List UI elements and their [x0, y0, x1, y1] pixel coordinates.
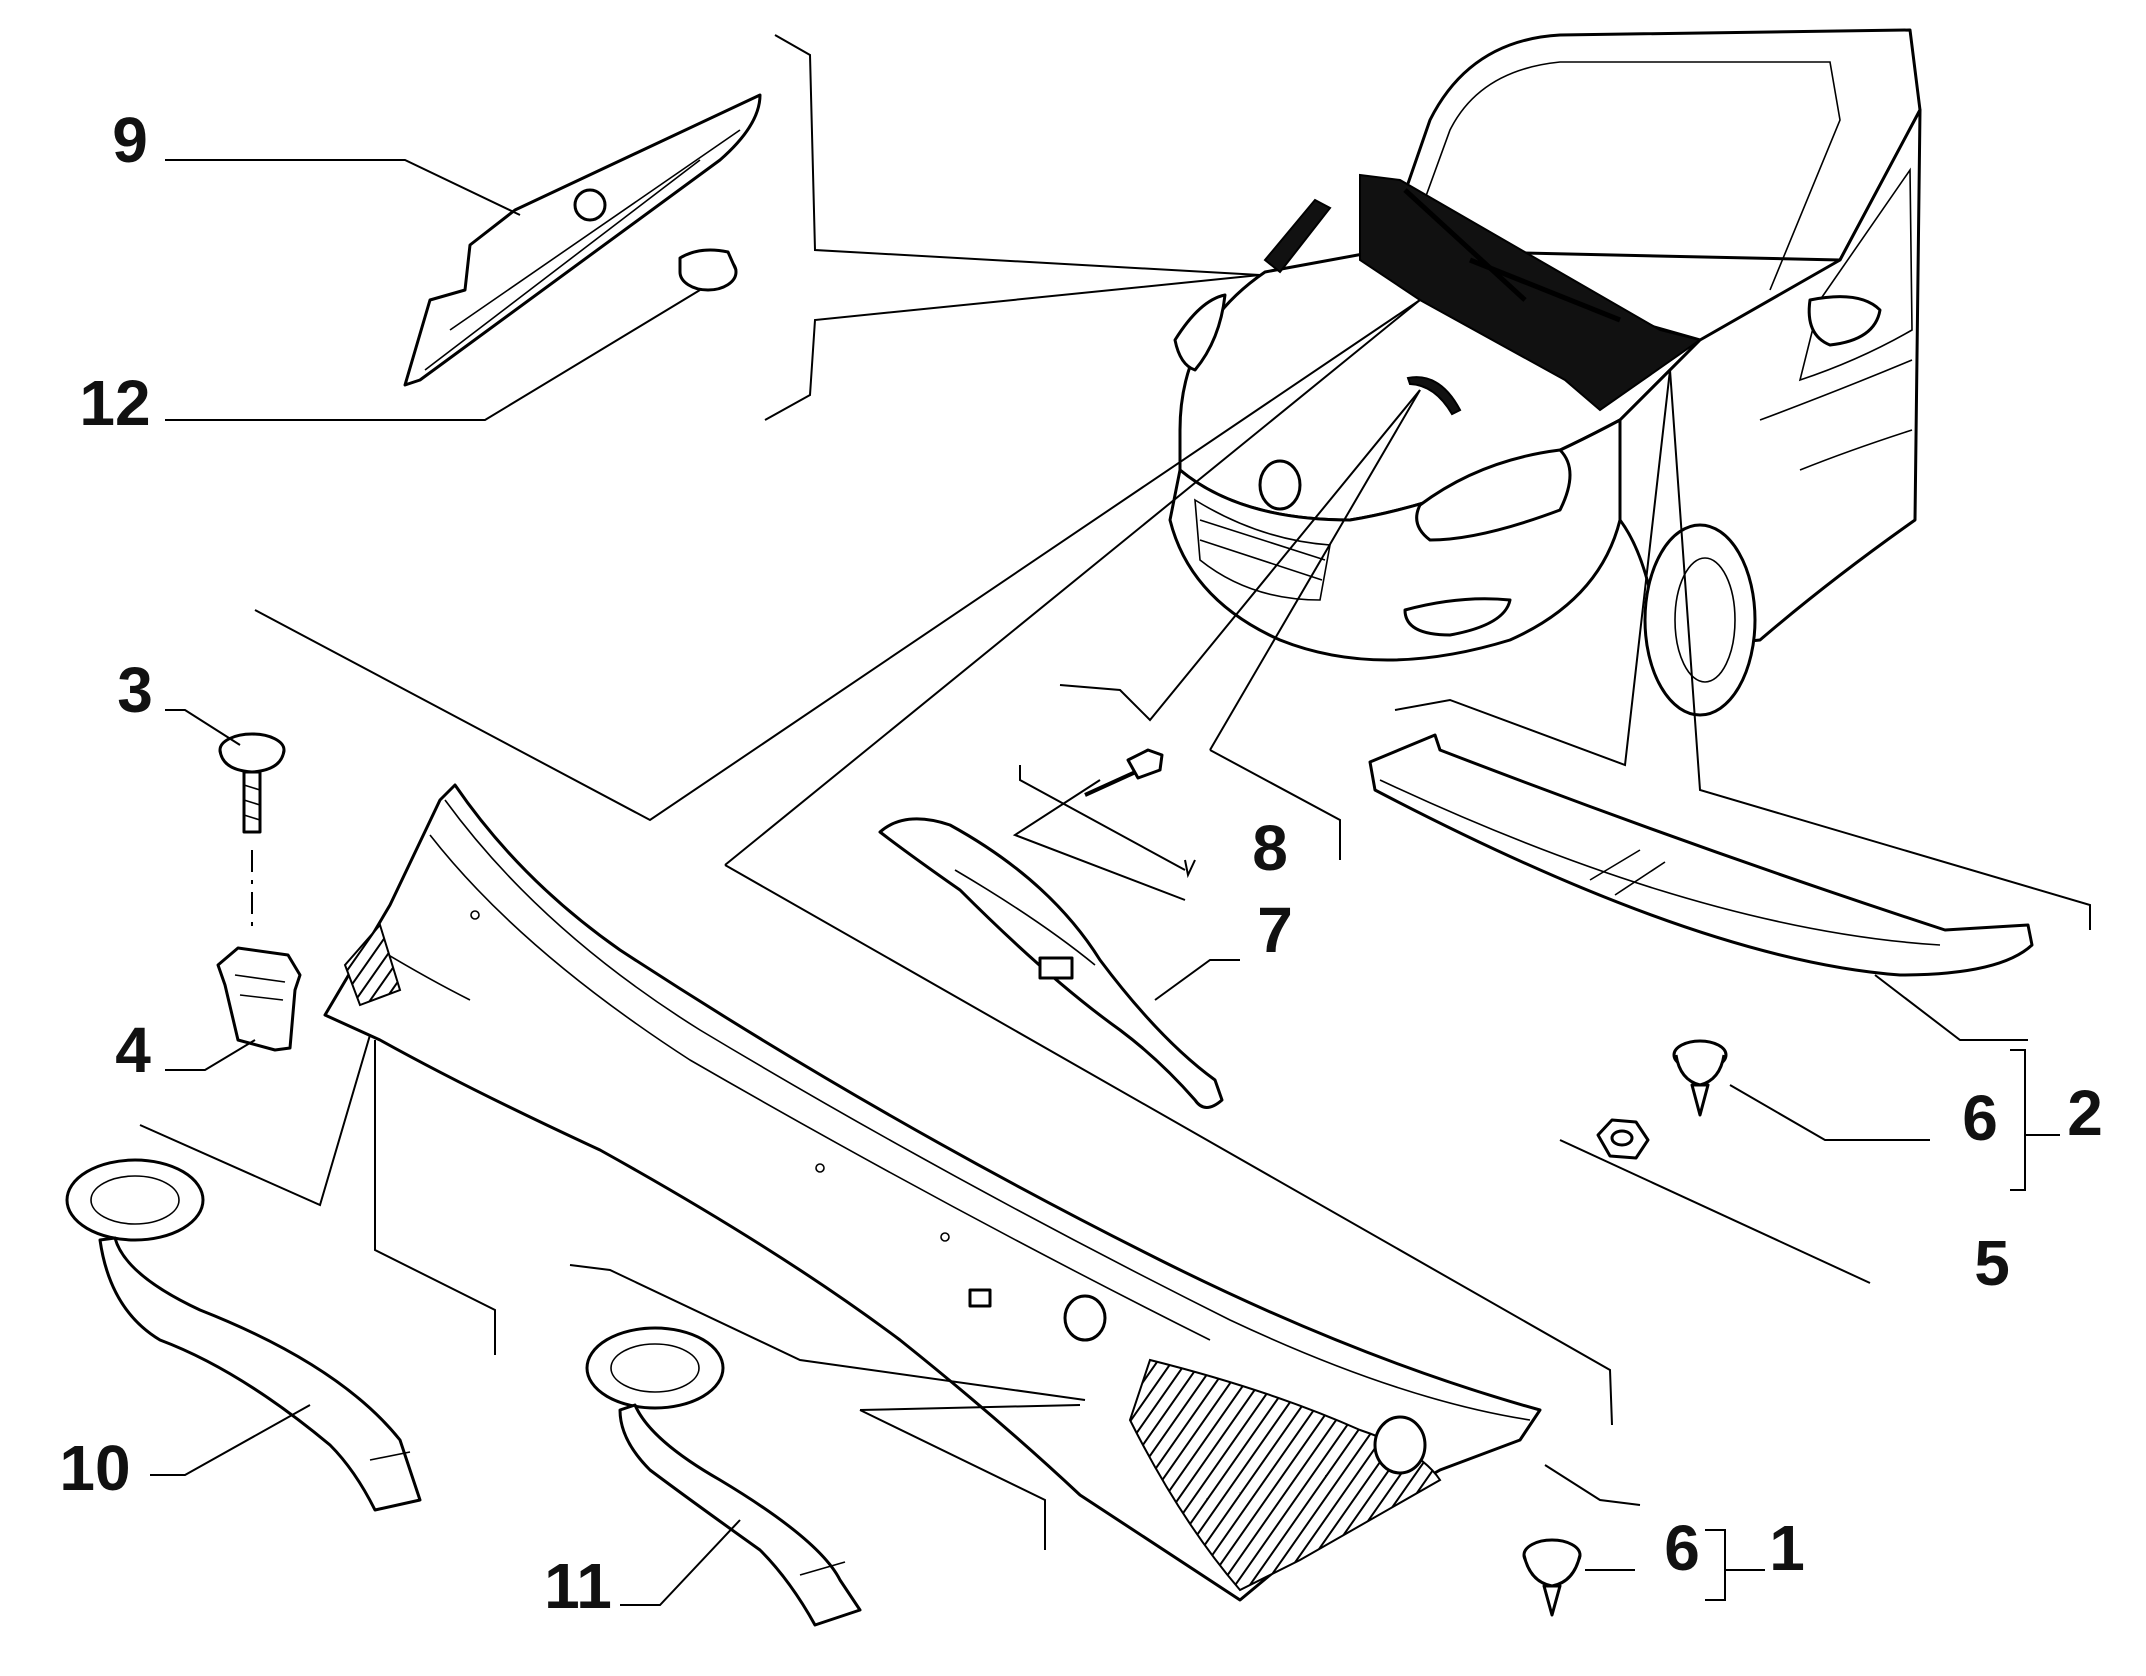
part-6-weatherstrip — [1368, 733, 2034, 977]
part-3-screw — [218, 732, 286, 834]
part-7-bracket — [878, 817, 1224, 1109]
part-11-drain-hose — [585, 1326, 862, 1627]
part-10-drain-hose — [65, 1158, 422, 1512]
callout-1: 1 — [1769, 1512, 1805, 1584]
callout-6-lower: 6 — [1664, 1512, 1700, 1584]
part-12-plug — [678, 248, 738, 292]
part-1-cowl-panel — [323, 783, 1542, 1602]
part-4-clip — [216, 946, 302, 1052]
part-5-nut — [1596, 1118, 1650, 1160]
callout-6-upper: 6 — [1962, 1082, 1998, 1154]
part-6-push-clip-lower — [1522, 1538, 1582, 1617]
part-6-push-clip-upper — [1672, 1039, 1728, 1117]
callout-7: 7 — [1257, 894, 1293, 966]
leader-lines — [139, 34, 2091, 1606]
callout-8: 8 — [1252, 812, 1288, 884]
callout-12: 12 — [79, 367, 150, 439]
callout-labels: 9 12 3 4 8 7 6 2 5 10 11 6 1 — [59, 104, 2102, 1622]
callout-10: 10 — [59, 1432, 130, 1504]
part-8-rivet — [1084, 748, 1164, 797]
callout-9: 9 — [112, 104, 148, 176]
callout-2: 2 — [2067, 1077, 2103, 1149]
car-illustration — [1168, 28, 1922, 717]
callout-11: 11 — [544, 1550, 612, 1622]
callout-3: 3 — [117, 654, 153, 726]
callout-5: 5 — [1974, 1227, 2010, 1299]
part-9-seal — [403, 93, 762, 387]
callout-4: 4 — [115, 1014, 151, 1086]
